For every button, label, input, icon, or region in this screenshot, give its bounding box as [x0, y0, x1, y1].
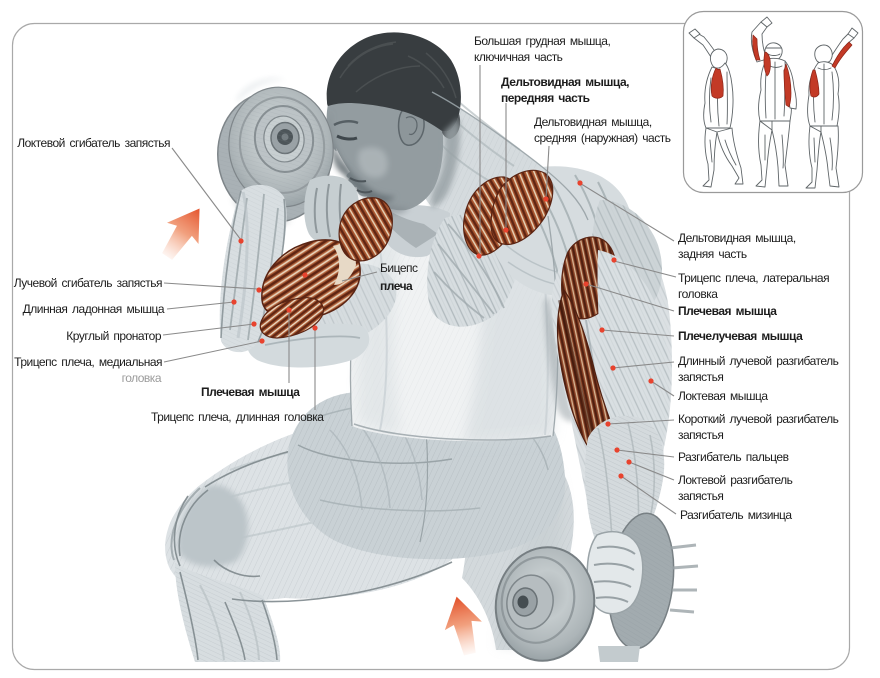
svg-text:Дельтовидная мышца,: Дельтовидная мышца, [534, 115, 652, 129]
svg-text:Дельтовидная мышца,: Дельтовидная мышца, [678, 231, 796, 245]
svg-text:Плечелучевая мышца: Плечелучевая мышца [678, 329, 803, 343]
svg-text:Большая грудная мышца,: Большая грудная мышца, [474, 34, 610, 48]
svg-text:Короткий лучевой разгибатель: Короткий лучевой разгибатель [678, 412, 839, 426]
svg-text:Трицепс плеча, длинная головка: Трицепс плеча, длинная головка [151, 410, 324, 424]
svg-text:Разгибатель пальцев: Разгибатель пальцев [678, 450, 789, 464]
svg-text:Локтевой сгибатель запястья: Локтевой сгибатель запястья [17, 136, 170, 150]
svg-text:головка: головка [122, 371, 162, 385]
svg-text:плеча: плеча [380, 279, 413, 293]
svg-text:Плечевая мышца: Плечевая мышца [201, 385, 300, 399]
svg-text:передняя часть: передняя часть [501, 91, 590, 105]
svg-text:Дельтовидная мышца,: Дельтовидная мышца, [501, 75, 629, 89]
svg-text:Длинный лучевой разгибатель: Длинный лучевой разгибатель [678, 354, 839, 368]
svg-text:Локтевая мышца: Локтевая мышца [678, 389, 768, 403]
svg-text:Трицепс плеча, медиальная: Трицепс плеча, медиальная [14, 355, 162, 369]
svg-text:Локтевой разгибатель: Локтевой разгибатель [678, 473, 793, 487]
svg-text:Трицепс плеча, латеральная: Трицепс плеча, латеральная [678, 271, 829, 285]
svg-text:Круглый пронатор: Круглый пронатор [66, 329, 162, 343]
svg-text:Разгибатель мизинца: Разгибатель мизинца [680, 508, 792, 522]
svg-text:ключичная часть: ключичная часть [474, 50, 563, 64]
svg-text:запястья: запястья [678, 489, 723, 503]
svg-text:Лучевой сгибатель запястья: Лучевой сгибатель запястья [14, 276, 162, 290]
svg-text:Плечевая мышца: Плечевая мышца [678, 304, 777, 318]
svg-text:запястья: запястья [678, 428, 723, 442]
svg-text:Длинная ладонная мышца: Длинная ладонная мышца [23, 302, 165, 316]
svg-text:средняя (наружная) часть: средняя (наружная) часть [534, 131, 671, 145]
svg-text:Бицепс: Бицепс [380, 261, 418, 275]
svg-text:задняя часть: задняя часть [678, 247, 747, 261]
svg-text:головка: головка [678, 287, 718, 301]
svg-text:запястья: запястья [678, 370, 723, 384]
